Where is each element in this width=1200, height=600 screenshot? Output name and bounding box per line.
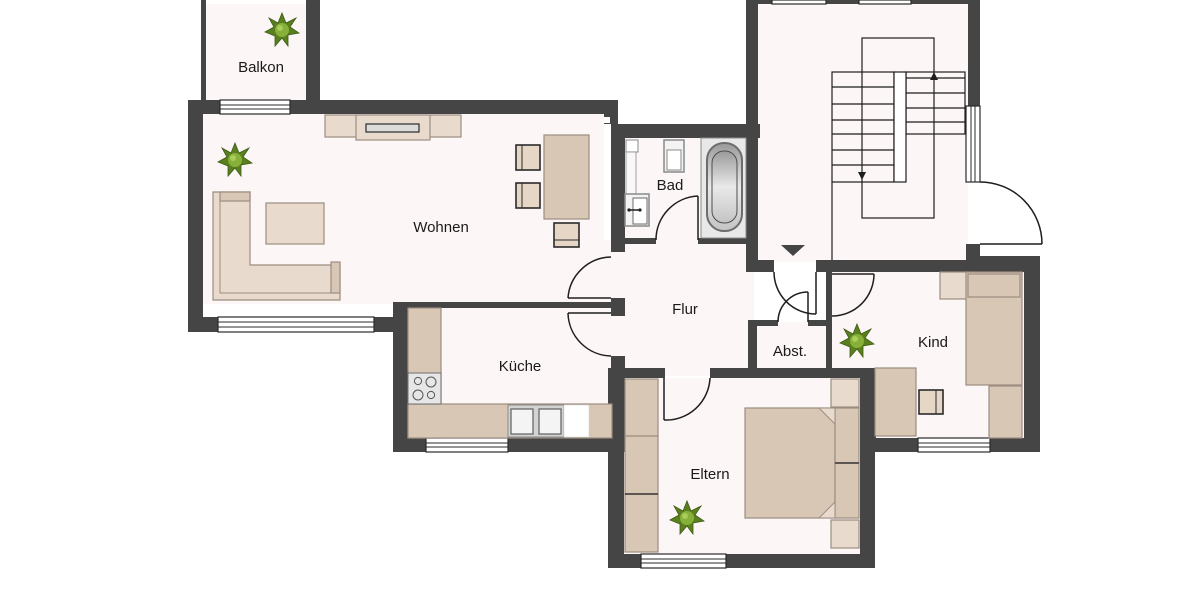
wall [746, 0, 758, 272]
wall [968, 0, 980, 106]
window-kueche [425, 437, 509, 453]
entrance-triangle-icon [781, 245, 805, 256]
wall [710, 368, 875, 378]
door-entrance-arc [773, 271, 817, 315]
room-label-flur: Flur [672, 301, 698, 318]
eltern-furniture [624, 378, 860, 553]
stair-steps-left [832, 86, 894, 166]
wall [188, 100, 203, 332]
washbasin-icon [624, 193, 650, 227]
wall [698, 238, 748, 244]
coffee-table [265, 202, 325, 245]
dining-chair [553, 222, 580, 248]
nightstand [830, 378, 860, 408]
wall [611, 238, 656, 244]
kind-furniture [874, 271, 1023, 439]
wall [1024, 256, 1040, 452]
wall [808, 320, 832, 326]
stair-landing [861, 37, 935, 219]
single-bed [965, 271, 1023, 386]
stove-icon [407, 372, 442, 405]
stair-railing [893, 71, 907, 183]
door-kueche-arc [567, 312, 612, 357]
floor-staircase [758, 4, 968, 262]
wall [393, 302, 611, 308]
room-label-kueche: Küche [499, 358, 542, 375]
wall [966, 256, 1040, 272]
tv-sideboard [324, 114, 462, 141]
doors [567, 181, 1043, 421]
wall [188, 100, 614, 114]
room-label-abst: Abst. [773, 343, 807, 360]
arrow-down-icon [858, 172, 866, 180]
wardrobe-section [624, 378, 659, 437]
window-balkon [219, 99, 291, 115]
shelf [988, 385, 1023, 439]
floor-flur [604, 240, 754, 376]
bathtub-icon [700, 137, 747, 239]
room-label-kind: Kind [918, 334, 948, 351]
floor-balkon [206, 4, 306, 100]
window-staircase-side [965, 105, 981, 183]
door-abst-arc [777, 291, 809, 323]
arrow-up-icon [930, 72, 938, 80]
door-staircase-arc [979, 181, 1043, 245]
toilet-icon [663, 139, 685, 173]
dining-chair [515, 144, 541, 171]
wall [306, 0, 320, 114]
dining-table [543, 134, 590, 220]
desk [874, 367, 917, 437]
nightstand [830, 519, 860, 549]
desk-chair [918, 389, 944, 415]
room-label-bad: Bad [657, 177, 684, 194]
windows [217, 0, 991, 569]
window-staircase-top-1 [771, 0, 827, 5]
wardrobe-section [624, 493, 659, 553]
corner-sofa [212, 191, 341, 301]
door-wohnen-arc [567, 256, 612, 299]
sink-icon [507, 404, 590, 438]
shelf [625, 139, 639, 153]
dining-chair [515, 182, 541, 209]
wall [611, 124, 760, 138]
wall [746, 260, 774, 272]
walls [188, 0, 1040, 568]
wall [393, 302, 408, 452]
room-label-wohnen: Wohnen [413, 219, 469, 236]
wohnen-furniture [212, 114, 590, 301]
window-eltern [640, 553, 727, 569]
room-label-balkon: Balkon [238, 59, 284, 76]
window-kind [917, 437, 991, 453]
window-wohnen [217, 316, 375, 333]
wall [748, 320, 778, 326]
door-bad-arc [655, 195, 699, 241]
vent [604, 117, 610, 123]
wardrobe-section [624, 435, 659, 495]
wall [608, 368, 624, 568]
nightstand [939, 271, 969, 300]
wall [611, 368, 665, 378]
bad-fixtures [624, 137, 747, 239]
vent [604, 127, 610, 133]
wall [748, 322, 757, 374]
kueche-furniture [407, 307, 613, 439]
window-staircase-top-2 [858, 0, 912, 5]
door-kind-arc [831, 273, 875, 317]
counter [625, 151, 637, 195]
room-label-eltern: Eltern [690, 466, 729, 483]
wall [201, 0, 206, 100]
staircase [781, 37, 966, 260]
double-bed [744, 407, 860, 519]
wall [611, 124, 625, 252]
floor-abst [757, 322, 827, 368]
tv-icon [365, 123, 420, 133]
door-eltern-arc [663, 377, 711, 421]
wall [611, 298, 625, 316]
wall [860, 368, 876, 438]
wall [816, 260, 986, 272]
